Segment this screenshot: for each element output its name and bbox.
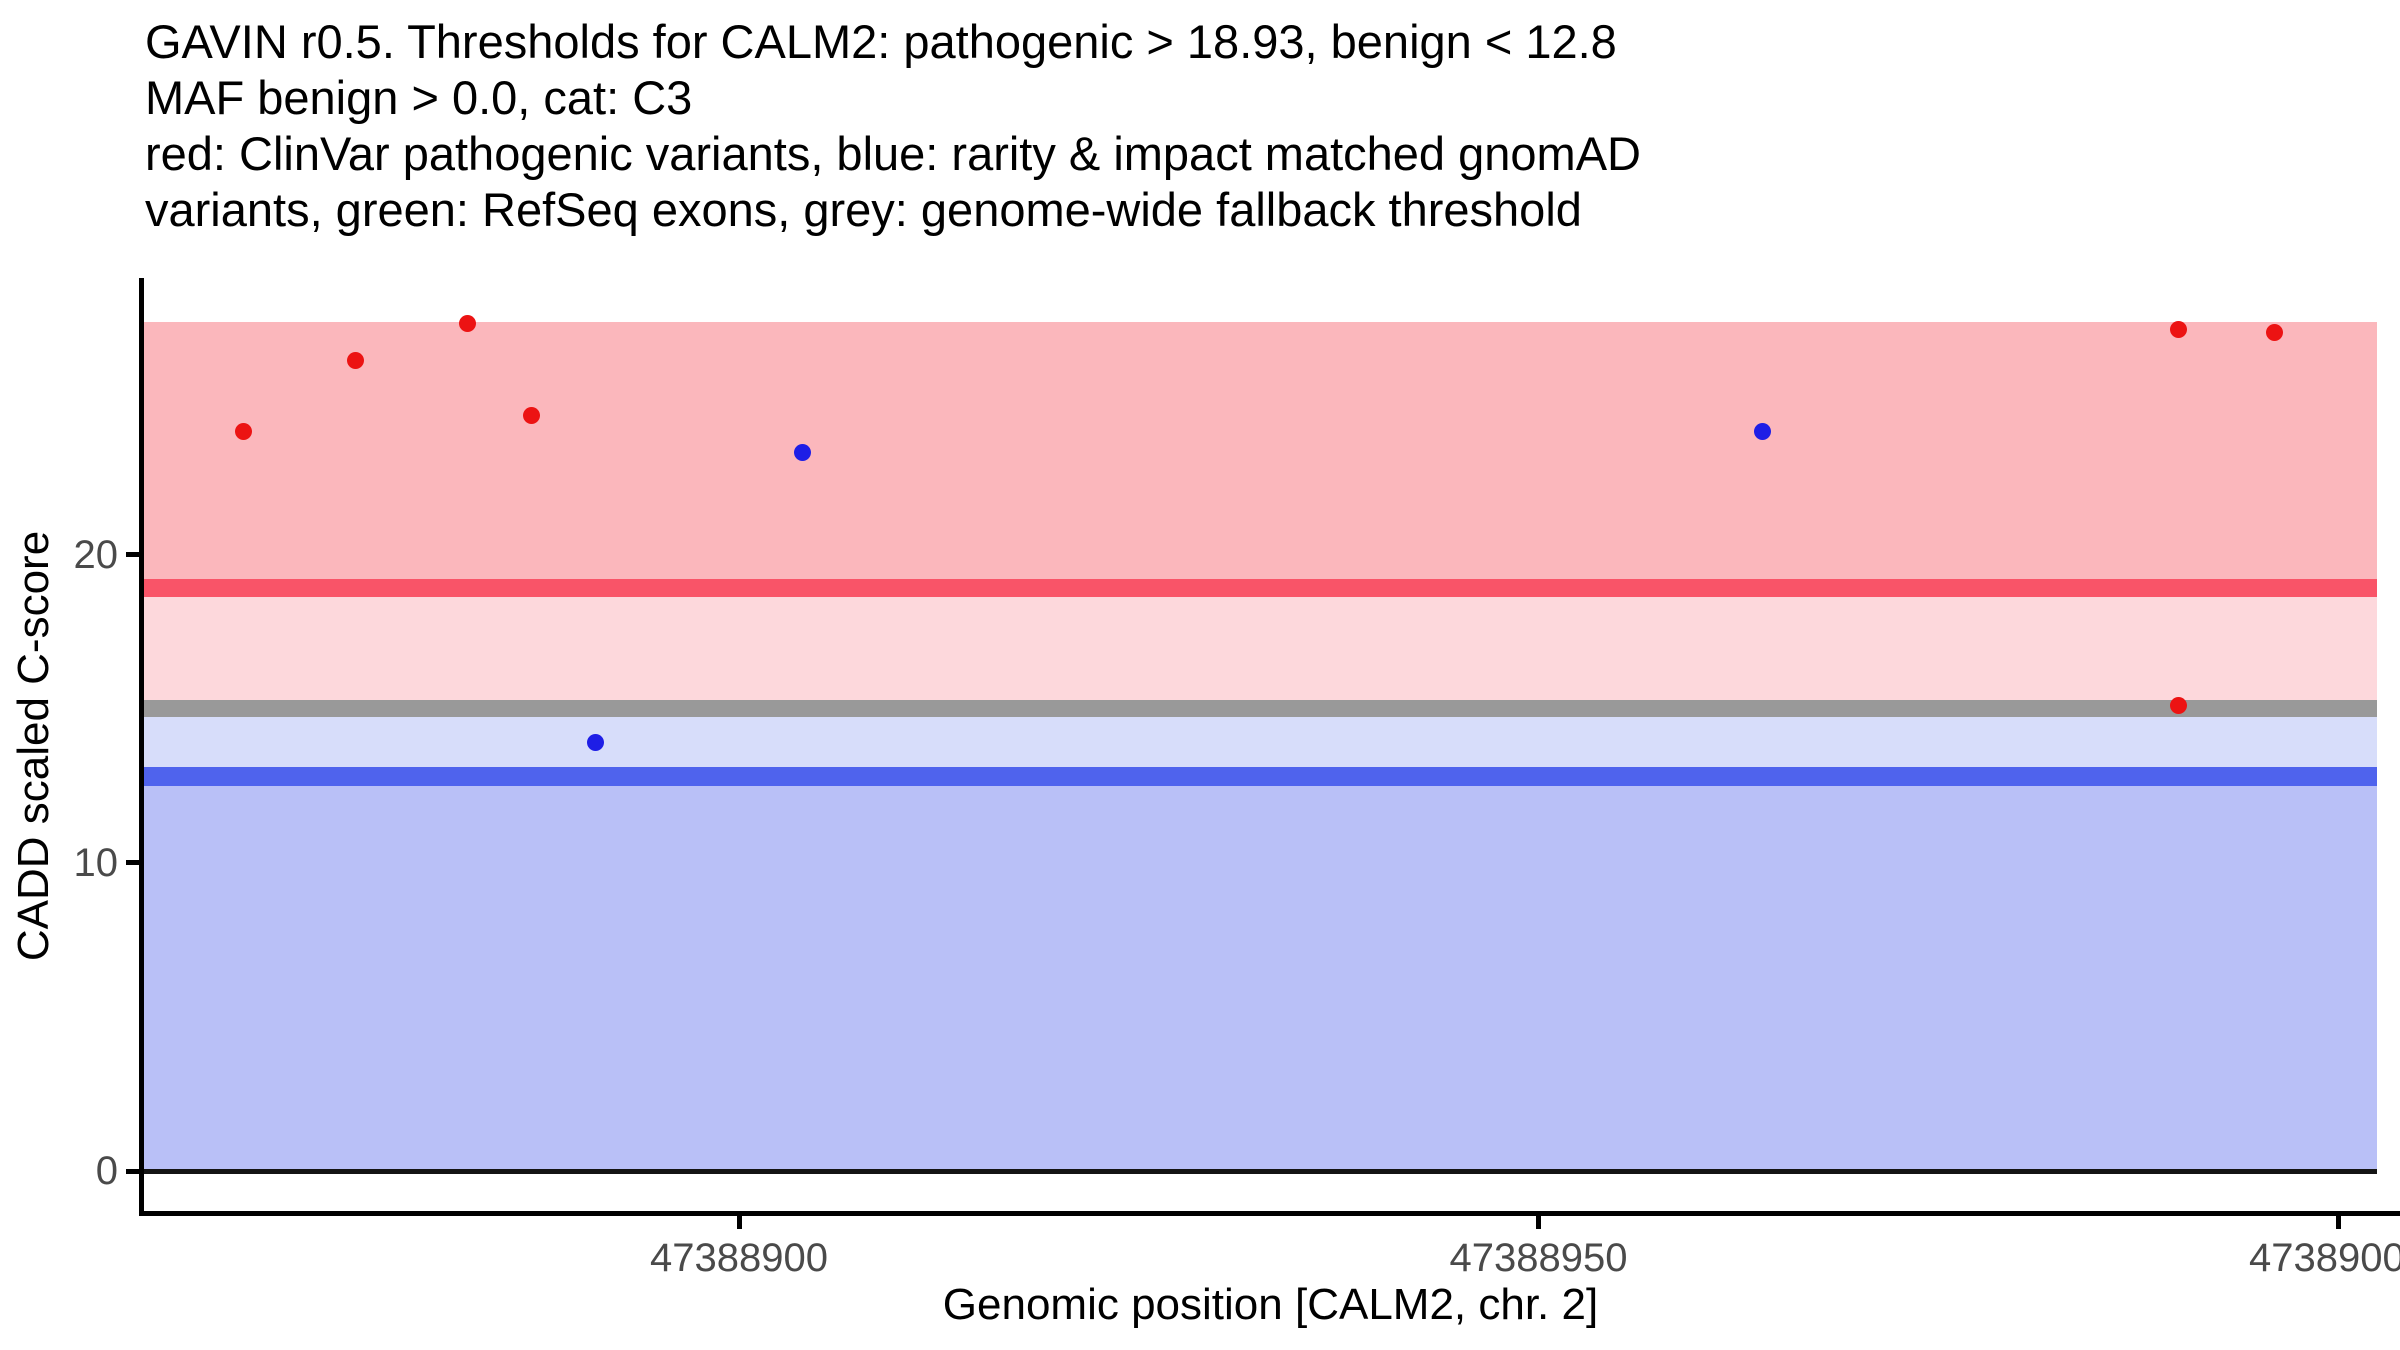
clinvar-pathogenic-variant	[234, 422, 252, 440]
x-axis-title: Genomic position [CALM2, chr. 2]	[942, 1280, 1599, 1329]
gnomad-matched-variant	[794, 444, 812, 462]
plot-title-line-4: variants, green: RefSeq exons, grey: gen…	[145, 183, 1582, 236]
plot-title-line-3: red: ClinVar pathogenic variants, blue: …	[145, 127, 1641, 180]
gnomad-matched-variant	[1753, 422, 1771, 440]
clinvar-pathogenic-variant	[2265, 324, 2283, 342]
clinvar-pathogenic-variant	[2169, 321, 2187, 339]
pathogenic-band	[141, 321, 2377, 588]
clinvar-pathogenic-variant	[522, 407, 540, 425]
x-tick-mark	[736, 1216, 742, 1229]
x-tick-label: 47388900	[650, 1236, 828, 1280]
benign-threshold-line	[141, 767, 2377, 786]
plot-title-line-1: GAVIN r0.5. Thresholds for CALM2: pathog…	[145, 15, 1617, 68]
clinvar-pathogenic-variant	[346, 351, 364, 369]
clinvar-pathogenic-variant	[2169, 697, 2187, 715]
benign-fallback-band	[141, 708, 2377, 777]
pathogenic-fallback-band	[141, 587, 2377, 709]
zero-baseline	[141, 1168, 2377, 1174]
plot-title-line-2: MAF benign > 0.0, cat: C3	[145, 71, 693, 124]
fallback-threshold-line	[141, 700, 2377, 718]
gnomad-matched-variant	[586, 734, 604, 752]
x-tick-mark	[2335, 1216, 2341, 1229]
y-tick-label: 0	[95, 1149, 118, 1193]
x-tick-label: 47388950	[1449, 1236, 1628, 1280]
clinvar-pathogenic-variant	[458, 314, 476, 332]
x-axis-line	[139, 1211, 2400, 1216]
pathogenic-threshold-line	[141, 578, 2377, 597]
y-tick-label: 10	[73, 840, 119, 885]
y-tick-mark	[126, 860, 139, 866]
plot-title: GAVIN r0.5. Thresholds for CALM2: pathog…	[145, 14, 1641, 238]
y-tick-mark	[126, 552, 139, 558]
y-tick-mark	[126, 1168, 139, 1174]
y-tick-label: 20	[73, 532, 119, 577]
y-axis-line	[139, 278, 144, 1216]
benign-band	[141, 776, 2377, 1171]
x-tick-mark	[1536, 1216, 1541, 1229]
y-axis-title: CADD scaled C-score	[9, 530, 58, 962]
